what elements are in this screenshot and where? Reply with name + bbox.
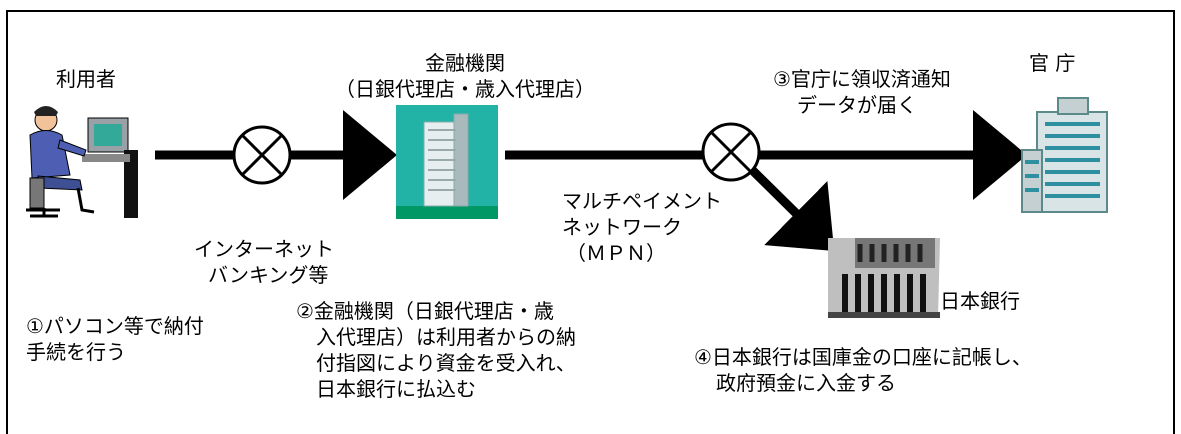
step1-note: ①パソコン等で納付 手続を行う	[26, 313, 204, 365]
step4-note: ④日本銀行は国庫金の口座に記帳し、 政府預金に入金する	[694, 344, 1032, 396]
step3-line2: データが届く	[797, 93, 917, 117]
step2-line2: 入代理店）は利用者からの納	[316, 325, 576, 349]
step2-line1: ②金融機関（日銀代理店・歳	[296, 299, 554, 323]
step3-line1: ③官庁に領収済通知	[773, 67, 951, 91]
bank-building-icon	[396, 105, 498, 219]
mpn-junction-icon	[701, 122, 761, 182]
step4-line2: 政府預金に入金する	[716, 371, 896, 395]
internet-line2: バンキング等	[208, 263, 329, 287]
diagram-frame	[6, 10, 1175, 434]
boj-building-icon	[828, 238, 940, 318]
mpn-line3: （ＭＰＮ）	[566, 241, 666, 265]
internet-channel-label: インターネット バンキング等	[194, 236, 334, 288]
agency-building-icon	[1021, 97, 1108, 213]
user-computer-icon	[26, 106, 138, 218]
step1-line2: 手続を行う	[26, 340, 126, 364]
mpn-channel-label: マルチペイメント ネットワーク （ＭＰＮ）	[562, 188, 722, 266]
bank-label-line2: （日銀代理店・歳入代理店）	[335, 77, 595, 101]
step1-line1: ①パソコン等で納付	[26, 314, 204, 338]
step2-note: ②金融機関（日銀代理店・歳 入代理店）は利用者からの納 付指図により資金を受入れ…	[296, 298, 576, 402]
internet-junction-icon	[232, 125, 292, 185]
mpn-line2: ネットワーク	[562, 215, 682, 239]
boj-label: 日本銀行	[940, 289, 1020, 313]
mpn-line1: マルチペイメント	[562, 189, 722, 213]
step4-line1: ④日本銀行は国庫金の口座に記帳し、	[694, 345, 1032, 369]
step2-line3: 付指図により資金を受入れ、	[316, 351, 576, 375]
internet-line1: インターネット	[194, 237, 334, 261]
agency-label: 官 庁	[1029, 51, 1076, 75]
bank-label-line1: 金融機関	[425, 51, 505, 75]
user-label: 利用者	[56, 67, 116, 91]
step3-note: ③官庁に領収済通知 データが届く	[773, 66, 951, 118]
step2-line4: 日本銀行に払込む	[316, 377, 476, 401]
bank-label: 金融機関 （日銀代理店・歳入代理店）	[300, 50, 630, 102]
